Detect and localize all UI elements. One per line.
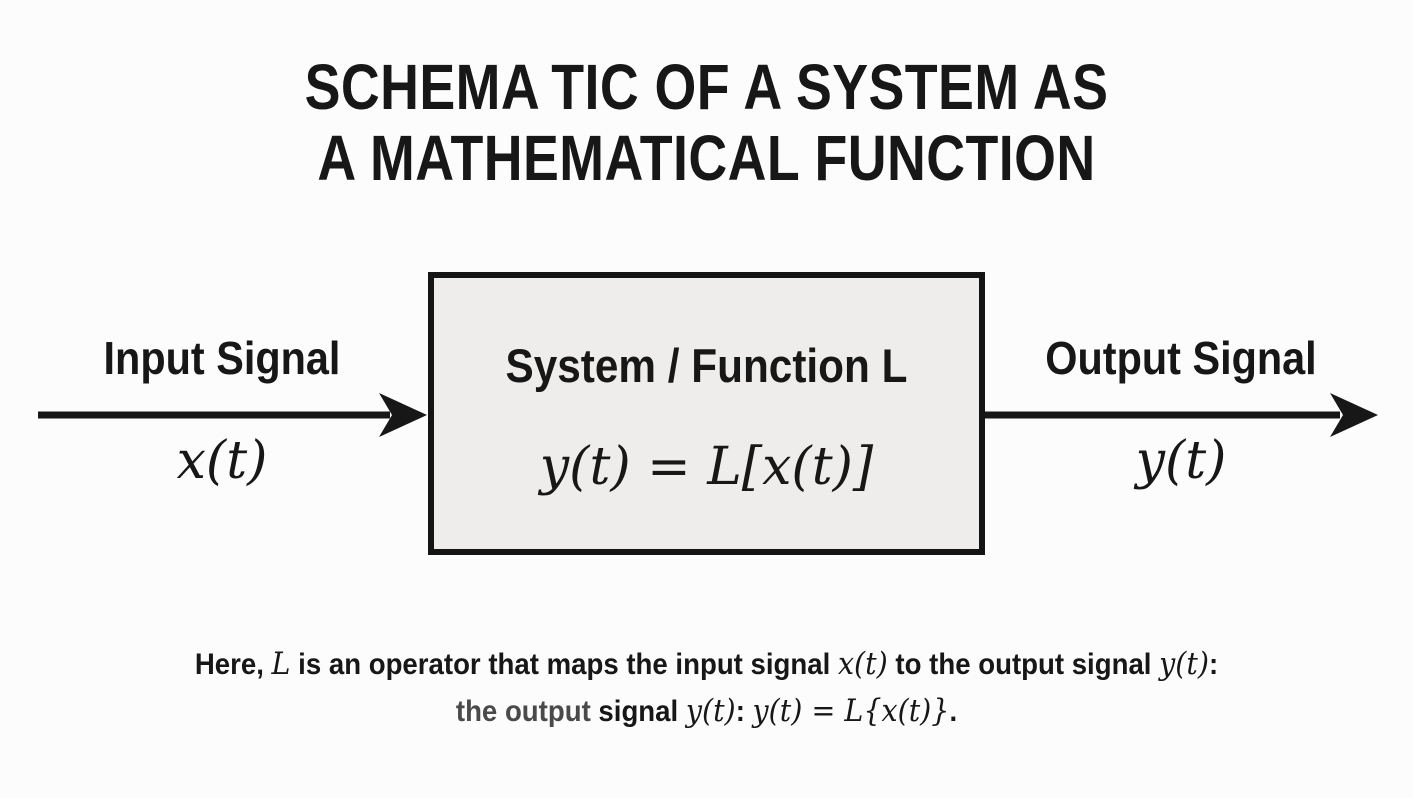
caption-text-segment-muted: the output bbox=[455, 695, 599, 728]
caption-text-segment: signal bbox=[598, 695, 686, 728]
system-box-label: System / Function L bbox=[505, 339, 908, 392]
caption-text-segment: is an operator that maps the input signa… bbox=[290, 648, 838, 681]
caption-math-segment: y(t) = L{x(t)} bbox=[752, 693, 950, 729]
caption-text-segment: : bbox=[1208, 648, 1219, 681]
page-title: SCHEMA TIC OF A SYSTEM AS A MATHEMATICAL… bbox=[113, 52, 1300, 194]
caption-text-segment: : bbox=[735, 695, 753, 728]
caption-math-segment: x(t) bbox=[837, 646, 888, 682]
caption-text-segment: . bbox=[949, 695, 958, 728]
caption-text-segment: to the output signal bbox=[887, 648, 1160, 681]
caption: Here, L is an operator that maps the inp… bbox=[57, 641, 1357, 735]
title-line-1: SCHEMA TIC OF A SYSTEM AS bbox=[304, 51, 1109, 123]
input-signal-label: Input Signal bbox=[103, 332, 341, 384]
caption-line-1: Here, L is an operator that maps the inp… bbox=[57, 641, 1357, 688]
caption-text-segment: Here, bbox=[194, 648, 272, 681]
output-signal-label: Output Signal bbox=[1045, 332, 1317, 384]
system-box-equation: y(t) = L[x(t)] bbox=[539, 437, 874, 497]
caption-math-segment: y(t) bbox=[685, 693, 736, 729]
system-box: System / Function L y(t) = L[x(t)] bbox=[428, 272, 985, 555]
caption-line-2: the output signal y(t): y(t) = L{x(t)}. bbox=[57, 688, 1357, 735]
input-signal-math: x(t) bbox=[176, 431, 268, 491]
title-line-2: A MATHEMATICAL FUNCTION bbox=[317, 122, 1096, 194]
caption-math-segment: y(t) bbox=[1159, 646, 1209, 682]
caption-math-segment: L bbox=[271, 646, 291, 682]
output-signal-math: y(t) bbox=[1135, 431, 1227, 491]
